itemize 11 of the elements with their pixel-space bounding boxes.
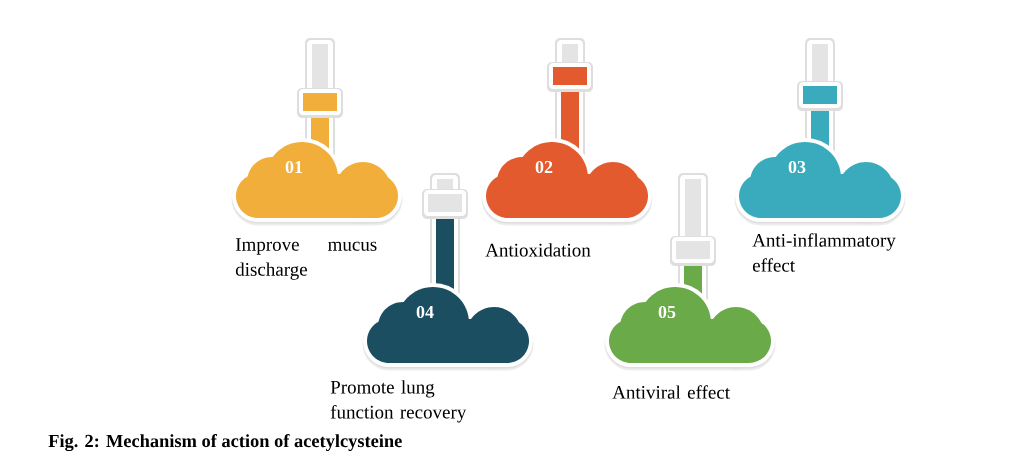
- node-label: 01: [285, 160, 303, 174]
- description-text: Antioxidation: [485, 243, 591, 257]
- node-label: 02: [535, 160, 553, 174]
- description-text: Antiviral effect: [612, 385, 730, 399]
- node-label: 04: [416, 305, 434, 319]
- description-text: Promote lung function recovery: [330, 380, 467, 423]
- description-text: Improve mucus discharge: [235, 238, 377, 280]
- figure-caption: Fig. 2: Mechanism of action of acetylcysteine: [48, 434, 402, 452]
- node-label: 03: [788, 160, 806, 174]
- description-text: Anti-inflammatory effect: [752, 233, 896, 272]
- node-label: 05: [658, 305, 676, 319]
